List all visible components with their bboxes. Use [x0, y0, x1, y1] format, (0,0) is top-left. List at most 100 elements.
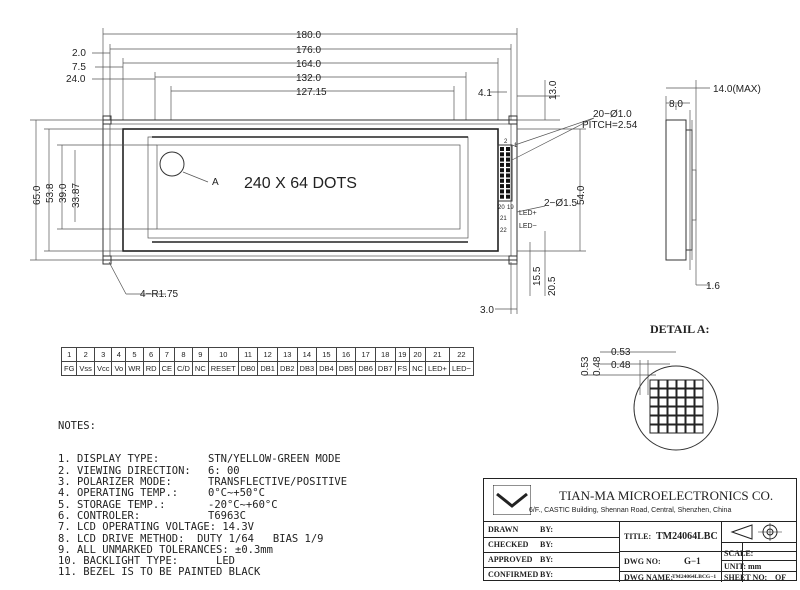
- right-vertical-dims: [495, 128, 586, 314]
- detail-pixel: [694, 424, 704, 434]
- detail-pixel: [676, 415, 686, 425]
- left-vertical-dims: [30, 119, 157, 261]
- dim-b-155: 15.5: [532, 266, 543, 286]
- note-item: 9. ALL UNMARKED TOLERANCES: ±0.3mm: [58, 543, 273, 556]
- side-dim-80: 8.0: [669, 99, 683, 110]
- pin-number-cell: 21: [424, 347, 450, 362]
- pin-dot: [506, 147, 510, 151]
- company-logo-icon: [493, 485, 531, 515]
- detail-pixel: [676, 406, 686, 416]
- pin-number-cell: 3: [93, 347, 113, 362]
- company-header: TIAN-MA MICROELECTRONICS CO. 6/F., CASTI…: [484, 479, 796, 522]
- detail-title: DETAIL A:: [650, 322, 710, 336]
- detail-pixel: [667, 397, 677, 407]
- pin-number-cell: 18: [374, 347, 396, 362]
- company-name: TIAN-MA MICROELECTRONICS CO.: [559, 488, 774, 503]
- pin-signal-cell: LED+: [424, 361, 450, 376]
- note-value: T6963C: [208, 509, 246, 522]
- pin-dot: [500, 189, 504, 194]
- note-label: 6. CONTROLER:: [58, 509, 141, 522]
- pin-number-cell: 19: [394, 347, 411, 362]
- dim-right-41: 4.1: [478, 88, 492, 99]
- note-value: TRANSFLECTIVE/POSITIVE: [208, 476, 348, 489]
- pin-dot: [506, 162, 510, 167]
- pin-signal-cell: Vss: [76, 361, 95, 376]
- dim-132: 132.0: [296, 73, 321, 84]
- pin-signal-cell: DB4: [316, 361, 337, 376]
- pin-dot: [506, 173, 510, 178]
- dim-h-3387: 33.87: [71, 183, 82, 208]
- hole-label: 2−Ø1.5: [544, 198, 578, 209]
- pin-leaders: [511, 117, 595, 213]
- pin-signal-cell: DB0: [237, 361, 259, 376]
- detail-pixel: [649, 415, 659, 425]
- radius-leader: [108, 261, 127, 295]
- detail-pixel: [667, 388, 677, 398]
- pin-number-cell: 10: [207, 347, 239, 362]
- pitch-label: PITCH=2.54: [582, 120, 638, 131]
- pins-hole-label: 20−Ø1.0: [593, 109, 632, 120]
- side-dim-16: 1.6: [706, 281, 720, 292]
- pin-label-1: 1: [514, 143, 518, 149]
- pin-dot: [500, 147, 504, 151]
- note-value: 0°C~+50°C: [208, 487, 265, 500]
- note-label: 1. DISPLAY TYPE:: [58, 453, 160, 466]
- detail-pixel: [658, 388, 668, 398]
- note-item: 4. OPERATING TEMP.:0°C~+50°C: [58, 487, 347, 500]
- pin-header: [497, 144, 513, 202]
- pin-number-cell: 5: [125, 347, 144, 362]
- side-dim-140: 14.0(MAX): [713, 84, 761, 95]
- note-label: 5. STORAGE TEMP.:: [58, 498, 166, 511]
- detail-pixel: [694, 415, 704, 425]
- detail-pixel: [649, 406, 659, 416]
- title-block: TIAN-MA MICROELECTRONICS CO. 6/F., CASTI…: [483, 478, 797, 582]
- pin-number-cell: 17: [355, 347, 376, 362]
- radius-label: 4−R1.75: [140, 289, 179, 300]
- pin-number-cell: 1: [60, 347, 78, 362]
- pin-number-cell: 9: [191, 347, 209, 362]
- dim-b-205: 20.5: [547, 276, 558, 296]
- pin-number-cell: 6: [142, 347, 160, 362]
- pin-signal-cell: DB6: [355, 361, 376, 376]
- title-label: TITLE:: [624, 532, 652, 541]
- note-item: 8. LCD DRIVE METHOD: DUTY 1/64 BIAS 1/9: [58, 532, 324, 545]
- right-top-dims: [490, 80, 560, 121]
- pin-number-cell: 11: [237, 347, 259, 362]
- pin-number-cell: 13: [276, 347, 298, 362]
- pin-signal-cell: Vo: [111, 361, 127, 376]
- pin-number-cell: 20: [409, 347, 426, 362]
- detail-pixel: [658, 415, 668, 425]
- pin-dot: [506, 184, 510, 189]
- note-item: 7. LCD OPERATING VOLTAGE: 14.3V: [58, 521, 254, 534]
- unit-value: mm: [748, 562, 762, 571]
- pin-number-cell: 15: [316, 347, 337, 362]
- detail-pixel: [667, 424, 677, 434]
- pin-signal-cell: LED−: [448, 361, 474, 376]
- detail-pixel: [658, 424, 668, 434]
- detail-pixel: [694, 388, 704, 398]
- dim-176: 176.0: [296, 45, 321, 56]
- pin-signal-cell: RD: [142, 361, 160, 376]
- detail-pixel: [694, 397, 704, 407]
- detail-dim-048-h: 0.48: [611, 360, 631, 371]
- dots-label: 240 X 64 DOTS: [244, 175, 357, 192]
- pin-signal-cell: FS: [394, 361, 411, 376]
- notes-block: NOTES: 1. DISPLAY TYPE:STN/YELLOW-GREEN …: [58, 398, 347, 590]
- sheet-label: SHEET NO:: [724, 573, 768, 582]
- pin-dot: [506, 194, 510, 199]
- dim-left-24: 24.0: [66, 74, 86, 85]
- pin-dot: [500, 173, 504, 178]
- dim-h-390: 39.0: [58, 183, 69, 203]
- title-value: TM24064LBC: [656, 531, 718, 542]
- note-item: 3. POLARIZER MODE:TRANSFLECTIVE/POSITIVE: [58, 476, 348, 489]
- dim-164: 164.0: [296, 59, 321, 70]
- dim-180: 180.0: [296, 30, 321, 41]
- pin-label-22: 22: [500, 228, 507, 234]
- top-dimension-lines: [92, 28, 518, 120]
- led-minus-label: LED−: [519, 223, 537, 230]
- detail-marker-a: A: [212, 177, 219, 188]
- detail-pixel: [676, 379, 686, 389]
- scale-label: SCALE:: [724, 549, 754, 558]
